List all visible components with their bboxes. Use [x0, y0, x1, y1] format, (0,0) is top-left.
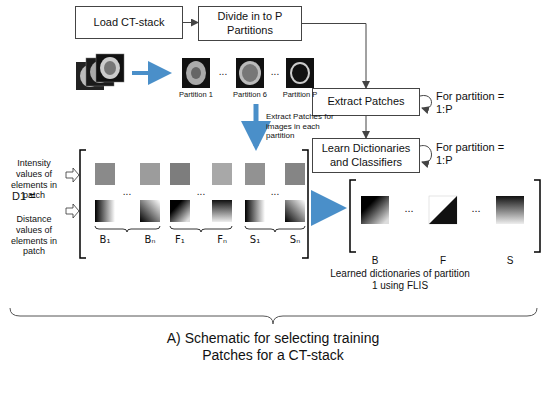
- label: B₁: [93, 234, 117, 246]
- connector: [366, 116, 367, 138]
- box-text: Extract Patches: [327, 95, 404, 108]
- ct-images: [76, 54, 124, 90]
- label: Learned dictionaries of partition 1 usin…: [330, 268, 470, 292]
- label: S₁: [243, 234, 267, 246]
- pointer-arrow: [66, 204, 79, 218]
- label: Fₙ: [210, 234, 234, 246]
- label: F: [433, 255, 453, 267]
- process-box: Learn Dictionaries and Classifiers: [312, 138, 420, 173]
- connector: [302, 24, 366, 89]
- loop-arrow: [420, 146, 432, 163]
- label: Partition 6: [222, 90, 278, 99]
- label: ...: [115, 186, 139, 198]
- label: ...: [265, 66, 285, 78]
- label: For partition = 1:P: [436, 90, 518, 116]
- label: ...: [213, 66, 233, 78]
- label: Partition P: [272, 90, 328, 99]
- label: D1 =: [12, 190, 62, 203]
- pointer-arrow: [66, 168, 79, 182]
- label: Bₙ: [138, 234, 162, 246]
- distance-patches: [95, 200, 305, 222]
- dictionary-matrix: [350, 180, 540, 252]
- dictionary-atoms: [361, 196, 524, 224]
- label: ...: [189, 186, 213, 198]
- under-braces: [95, 226, 305, 232]
- connector: [183, 22, 198, 23]
- label: ...: [263, 186, 287, 198]
- label: Partition 1: [168, 90, 224, 99]
- partition-images: [182, 58, 314, 88]
- label: ...: [461, 202, 491, 215]
- intensity-patches: [95, 163, 305, 185]
- caption: A) Schematic for selecting training Patc…: [148, 330, 398, 364]
- label: Extract Patches for images in each parti…: [266, 112, 348, 141]
- process-box: Extract Patches: [312, 88, 420, 116]
- label: F₁: [168, 234, 192, 246]
- label: B: [365, 255, 385, 267]
- label: Sₙ: [283, 234, 307, 246]
- brace: [10, 308, 537, 324]
- box-text: Learn Dictionaries and Classifiers: [318, 142, 414, 168]
- process-box: Divide in to P Partitions: [198, 6, 302, 41]
- label: Distance values of elements in patch: [3, 214, 65, 257]
- blue-arrow: [254, 104, 259, 146]
- blue-arrow: [132, 71, 168, 75]
- box-text: Divide in to P Partitions: [204, 10, 296, 36]
- blue-arrow: [312, 205, 341, 211]
- process-box: Load CT-stack: [75, 6, 183, 39]
- label: ...: [394, 202, 424, 215]
- box-text: Load CT-stack: [94, 16, 165, 29]
- patch-matrix: [80, 150, 308, 258]
- label: For partition = 1:P: [436, 141, 518, 167]
- label: S: [500, 255, 520, 267]
- loop-arrow: [420, 95, 432, 108]
